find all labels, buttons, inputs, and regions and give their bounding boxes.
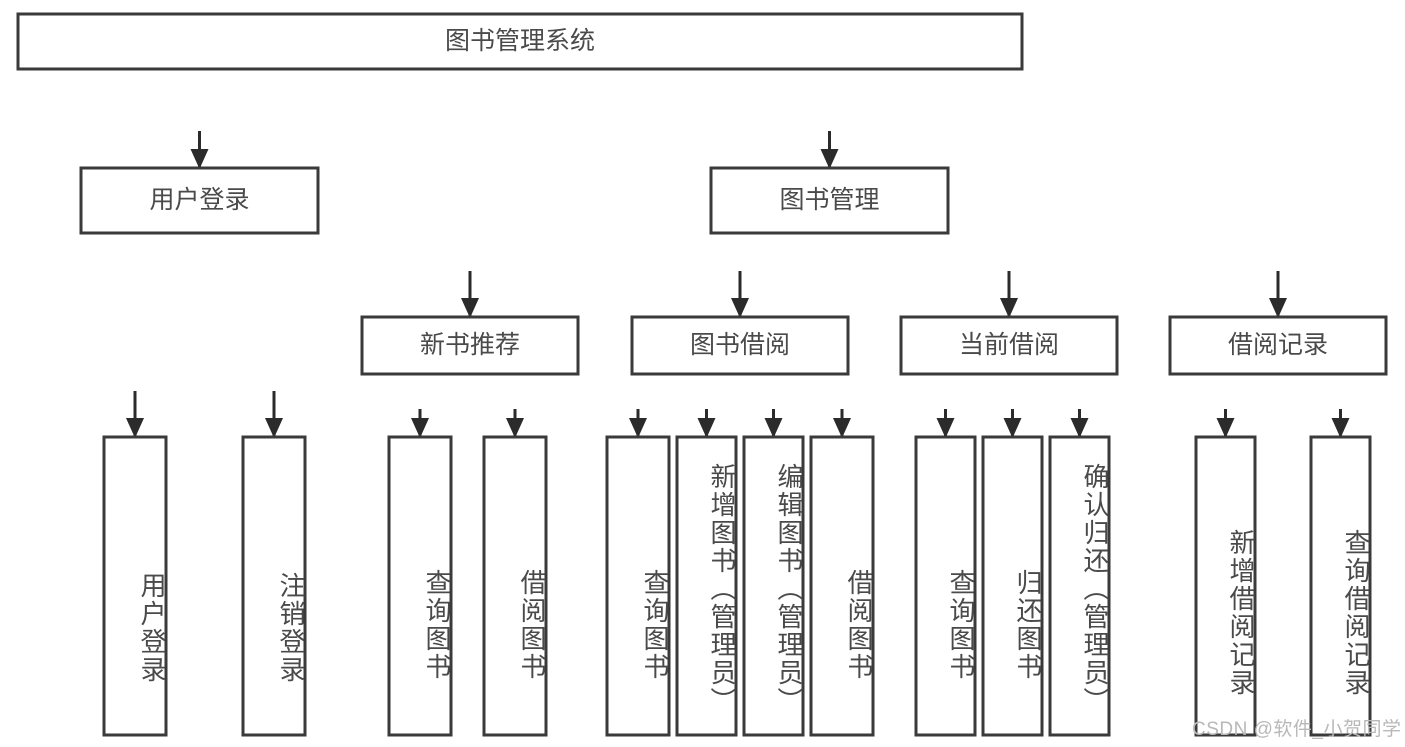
arrow-head-icon <box>411 418 429 438</box>
arrow-head-icon <box>1331 418 1350 438</box>
leaf-box-leaf-confirm-return-admin[interactable] <box>1048 435 1111 737</box>
arrow-head-icon <box>126 418 144 438</box>
node-box-root[interactable] <box>16 12 1024 71</box>
leaf-box-leaf-add-book-admin[interactable] <box>675 435 738 737</box>
node-label-user-login: 用户登录 <box>149 186 249 214</box>
node-label-root: 图书管理系统 <box>445 27 595 55</box>
connector-layer <box>126 131 1350 438</box>
leaf-box-leaf-query-book-borrow[interactable] <box>605 435 671 737</box>
node-box-current-borrow[interactable] <box>899 315 1119 376</box>
node-label-current-borrow: 当前借阅 <box>959 331 1059 359</box>
leaf-box-leaf-return-book[interactable] <box>981 435 1044 737</box>
arrow-head-icon <box>833 418 851 438</box>
leaf-box-leaf-user-login[interactable] <box>102 435 168 737</box>
arrow-head-icon <box>1000 298 1018 318</box>
arrow-head-icon <box>190 149 209 169</box>
arrow-head-icon <box>764 418 783 438</box>
leaf-box-leaf-query-book-current[interactable] <box>914 435 977 737</box>
leaf-box-leaf-query-book-recommend[interactable] <box>387 435 453 737</box>
node-label-borrow-record: 借阅记录 <box>1228 331 1328 359</box>
leaf-box-leaf-logout-login[interactable] <box>241 435 307 737</box>
leaf-box-leaf-borrow-book-recommend[interactable] <box>482 435 548 737</box>
leaf-box-leaf-add-borrow-record[interactable] <box>1194 435 1257 737</box>
box-layer <box>16 12 1388 737</box>
arrow-head-icon <box>506 418 524 438</box>
node-box-book-borrow[interactable] <box>630 315 850 376</box>
node-box-new-book-recommend[interactable] <box>360 315 580 376</box>
arrow-head-icon <box>265 418 283 438</box>
node-label-book-management: 图书管理 <box>779 186 879 214</box>
arrow-head-icon <box>936 418 955 438</box>
arrow-head-icon <box>731 298 749 318</box>
arrow-head-icon <box>1070 418 1089 438</box>
arrow-head-icon <box>1269 298 1287 318</box>
arrow-head-icon <box>461 298 479 318</box>
leaf-box-leaf-edit-book-admin[interactable] <box>742 435 805 737</box>
arrow-head-icon <box>629 418 647 438</box>
node-box-borrow-record[interactable] <box>1168 315 1388 376</box>
arrow-head-icon <box>697 418 716 438</box>
node-label-book-borrow: 图书借阅 <box>690 331 790 359</box>
leaf-box-leaf-query-borrow-record[interactable] <box>1309 435 1372 737</box>
leaf-box-leaf-borrow-book[interactable] <box>809 435 875 737</box>
arrow-head-icon <box>1003 418 1022 438</box>
node-label-new-book-recommend: 新书推荐 <box>420 331 520 359</box>
arrow-head-icon <box>820 149 839 169</box>
node-box-book-management[interactable] <box>709 166 950 235</box>
node-box-user-login[interactable] <box>79 166 320 235</box>
arrow-head-icon <box>1216 418 1235 438</box>
watermark-text: CSDN @软件_小贺同学 <box>1192 719 1402 740</box>
